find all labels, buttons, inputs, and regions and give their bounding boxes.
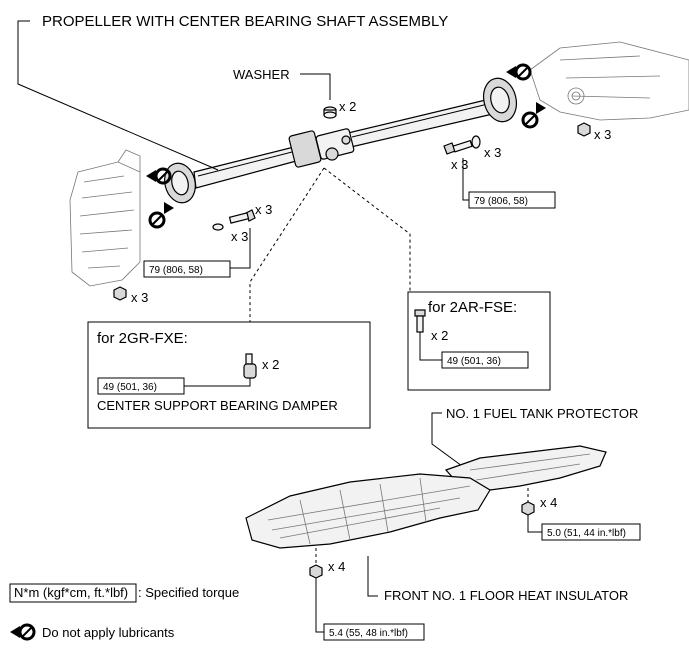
gr-bolt-qty: x 2 — [262, 357, 279, 372]
insulator-torque-value: 5.4 (55, 48 in.*lbf) — [329, 628, 408, 639]
nut-icon — [577, 122, 591, 137]
nut-icon — [113, 286, 127, 301]
rear-torque-value: 79 (806, 58) — [474, 196, 528, 207]
gr-torque-leader — [184, 378, 251, 387]
ar-torque-value: 49 (501, 36) — [447, 356, 501, 367]
front-bolt-qty: x 3 — [255, 202, 272, 217]
rear-torque-box — [468, 191, 556, 209]
washer-label: WASHER — [233, 67, 290, 82]
nut-icon — [521, 501, 535, 516]
bolt-icon — [228, 209, 256, 224]
center-support-bearing-damper-label: CENTER SUPPORT BEARING DAMPER — [97, 398, 338, 413]
tank-torque-value: 5.0 (51, 44 in.*lbf) — [547, 528, 626, 539]
gr-torque-value: 49 (501, 36) — [103, 382, 157, 393]
ar-torque-leader — [419, 332, 442, 361]
washer-icon — [471, 135, 481, 149]
fuel-tank-protector-leader — [431, 412, 463, 467]
washer-icon — [323, 106, 337, 119]
front-nut-qty: x 3 — [131, 290, 148, 305]
ar-bolt-qty: x 2 — [431, 328, 448, 343]
ar-variant-leader — [323, 167, 411, 292]
tank-torque-box — [541, 523, 641, 541]
gr-torque-box — [97, 377, 185, 395]
rear-washer-qty: x 3 — [484, 145, 501, 160]
insulator-nut-qty: x 4 — [328, 559, 345, 574]
gr-variant-title: for 2GR-FXE: — [97, 330, 188, 347]
floor-heat-insulator-label: FRONT NO. 1 FLOOR HEAT INSULATOR — [384, 588, 628, 603]
legend-no-lube: Do not apply lubricants — [42, 625, 175, 640]
floor-heat-insulator-leader — [367, 556, 378, 597]
rear-bolt-qty: x 3 — [451, 157, 468, 172]
floor-heat-insulator — [245, 473, 491, 549]
bolt-icon — [414, 309, 426, 333]
transmission-sketch — [69, 149, 141, 287]
fuel-tank-protector-label: NO. 1 FUEL TANK PROTECTOR — [446, 406, 638, 421]
legend-torque-format: N*m (kgf*cm, ft.*lbf) — [14, 585, 128, 600]
insulator-torque-box — [323, 623, 425, 641]
nut-icon — [309, 564, 323, 579]
washer-leader — [300, 73, 331, 100]
ar-variant-panel — [407, 291, 551, 391]
legend-torque-desc: : Specified torque — [138, 585, 239, 600]
center-bearing — [288, 128, 355, 168]
no-lubricant-icon — [521, 102, 546, 129]
ar-torque-box — [441, 351, 529, 369]
gr-variant-panel — [87, 321, 371, 429]
no-lubricant-icon — [148, 202, 174, 229]
rear-torque-leader — [462, 158, 469, 201]
front-washer-qty: x 3 — [231, 229, 248, 244]
rear-flexible-coupling — [482, 77, 518, 123]
insulator-torque-leader — [315, 578, 324, 633]
no-lubricant-icon — [10, 623, 36, 641]
gr-variant-leader — [249, 167, 325, 322]
ar-variant-title: for 2AR-FSE: — [428, 299, 517, 316]
no-lubricant-icon — [146, 167, 172, 185]
differential-sketch — [529, 41, 689, 121]
bolt-icon — [443, 139, 473, 155]
rear-nut-qty: x 3 — [594, 127, 611, 142]
washer-qty: x 2 — [339, 99, 356, 114]
front-torque-value: 79 (806, 58) — [149, 265, 203, 276]
front-torque-box — [143, 260, 231, 278]
tank-torque-leader — [527, 515, 542, 533]
propeller-leader — [17, 20, 219, 171]
no-lubricant-icon — [506, 63, 532, 81]
front-flexible-coupling — [164, 162, 196, 204]
tank-nut-qty: x 4 — [540, 495, 557, 510]
legend-torque-box — [9, 583, 137, 603]
propeller-label: PROPELLER WITH CENTER BEARING SHAFT ASSE… — [42, 13, 448, 30]
washer-icon — [212, 223, 224, 231]
front-torque-leader — [230, 228, 251, 269]
